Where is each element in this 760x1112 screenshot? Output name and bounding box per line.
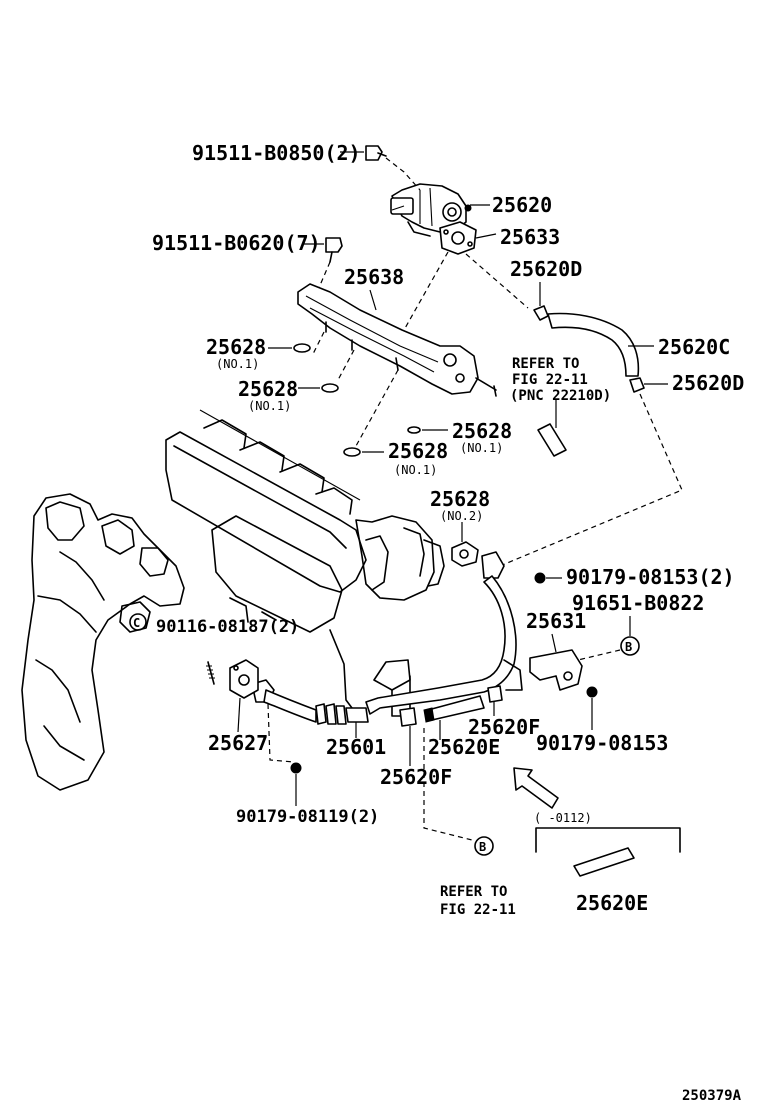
label-25620d-top: 25620D <box>510 257 582 281</box>
egr-pipe-25638[interactable] <box>297 283 497 397</box>
hose-25620f-bottom[interactable] <box>399 707 417 727</box>
refer-top-line1: REFER TO <box>512 356 579 372</box>
refer-top-line2: FIG 22-11 <box>512 372 588 388</box>
refer-bottom-line2: FIG 22-11 <box>440 902 516 918</box>
label-25620f-bottom: 25620F <box>380 765 452 789</box>
nut-90179-08153-2[interactable] <box>534 572 546 584</box>
svg-text:B: B <box>625 640 632 654</box>
egr-pipe-25601[interactable] <box>251 551 523 725</box>
label-25628-a: 25628 <box>206 335 266 359</box>
hose-25620e[interactable] <box>423 695 485 723</box>
label-90179-08153-2: 90179-08153(2) <box>566 565 735 589</box>
gasket-25627[interactable] <box>229 659 259 699</box>
inset-date: ( -0112) <box>534 811 592 825</box>
gasket-25628-e[interactable] <box>451 541 479 567</box>
label-25620c: 25620C <box>658 335 730 359</box>
label-25628-e: 25628 <box>430 487 490 511</box>
label-25633: 25633 <box>500 225 560 249</box>
inset-label-25620e: 25620E <box>576 891 648 915</box>
hose-25620f-right[interactable] <box>487 685 503 703</box>
view-arrow-icon <box>513 767 559 809</box>
inset-hose-25620e[interactable] <box>573 847 635 877</box>
hose-25620c[interactable] <box>547 312 640 377</box>
label-91511-b0850: 91511-B0850(2) <box>192 141 361 165</box>
label-25638: 25638 <box>344 265 404 289</box>
label-25628-c: 25628 <box>388 439 448 463</box>
label-25628-b: 25628 <box>238 377 298 401</box>
label-25628-d: 25628 <box>452 419 512 443</box>
bracket-25631[interactable] <box>529 649 583 691</box>
callout-b-top: B <box>620 636 640 656</box>
hose-25620d-top[interactable] <box>533 305 549 321</box>
callout-b-bottom: B <box>474 836 494 856</box>
label-25620: 25620 <box>492 193 552 217</box>
label-91651-b0822: 91651-B0822 <box>572 591 704 615</box>
refer-bottom-line1: REFER TO <box>440 884 507 900</box>
label-25628-a-note: (NO.1) <box>216 357 259 371</box>
label-25628-e-note: (NO.2) <box>440 509 483 523</box>
callout-c: C <box>129 613 147 631</box>
bolt-91511-b0850[interactable] <box>365 145 387 161</box>
svg-text:B: B <box>479 840 486 854</box>
hose-25620d-right[interactable] <box>629 377 645 393</box>
label-25631: 25631 <box>526 609 586 633</box>
label-25620d-right: 25620D <box>672 371 744 395</box>
gasket-25628-b[interactable] <box>321 383 339 393</box>
gasket-25628-a[interactable] <box>293 343 311 353</box>
refer-top-line3: (PNC 22210D) <box>510 388 611 404</box>
svg-text:C: C <box>133 616 140 630</box>
gasket-25628-c[interactable] <box>343 447 361 457</box>
diagram-id: 250379A <box>682 1088 742 1104</box>
label-25627: 25627 <box>208 731 268 755</box>
bolt-91511-b0620[interactable] <box>325 237 343 263</box>
engine-cylinder-head <box>165 409 445 717</box>
gasket-25633[interactable] <box>439 221 477 255</box>
label-90116-08187: 90116-08187(2) <box>156 617 299 637</box>
gasket-25628-d[interactable] <box>407 426 421 434</box>
label-25601: 25601 <box>326 735 386 759</box>
label-90179-08153: 90179-08153 <box>536 731 668 755</box>
stud-90116-08187[interactable] <box>206 661 215 685</box>
nut-90179-08153[interactable] <box>586 686 598 698</box>
egr-valve-25620[interactable] <box>390 183 472 237</box>
inset-bracket <box>535 827 681 853</box>
label-25628-d-note: (NO.1) <box>460 441 503 455</box>
exhaust-manifold <box>21 493 185 791</box>
label-25628-c-note: (NO.1) <box>394 463 437 477</box>
nut-90179-08119[interactable] <box>290 762 302 774</box>
label-25620f-right: 25620F <box>468 715 540 739</box>
label-25628-b-note: (NO.1) <box>248 399 291 413</box>
label-90179-08119: 90179-08119(2) <box>236 807 379 827</box>
label-91511-b0620: 91511-B0620(7) <box>152 231 321 255</box>
